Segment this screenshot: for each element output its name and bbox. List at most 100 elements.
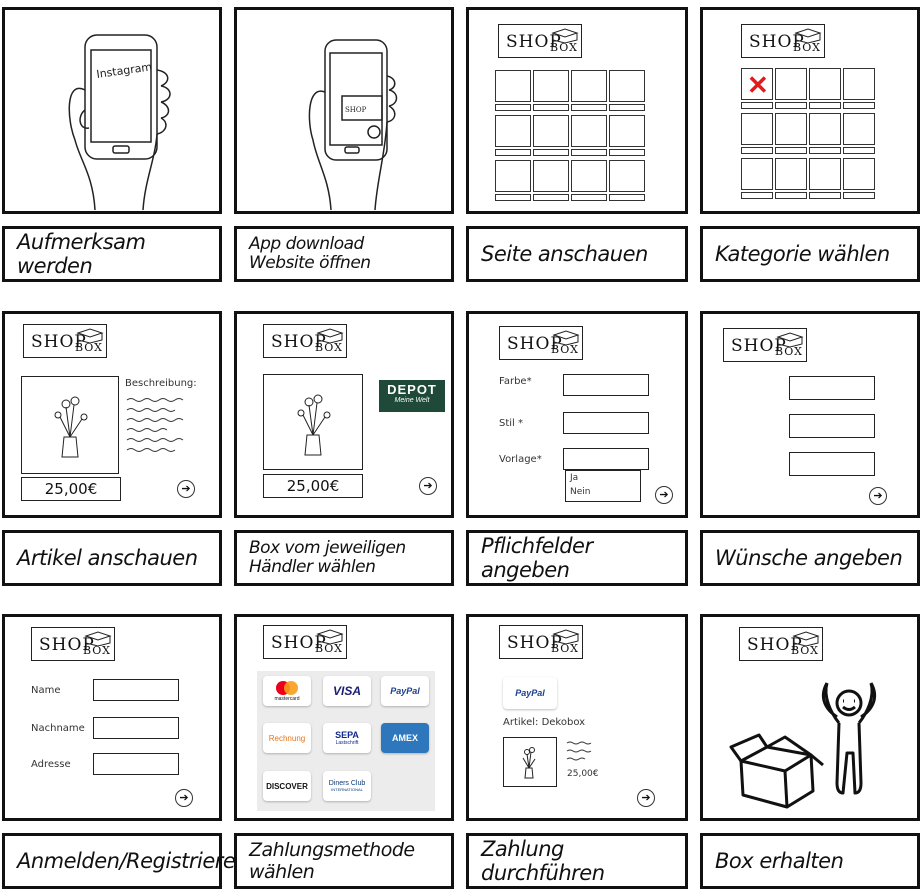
panel-merchant-box: SHOP BOX DEPOT Meine Welt 25,00€ ➔: [234, 311, 454, 518]
product-grid: [495, 70, 649, 206]
flower-vase-icon: [22, 377, 118, 473]
shopbox-logo: SHOP BOX: [741, 24, 825, 58]
grid-tile[interactable]: [571, 70, 607, 102]
grid-tile-caption-bar: [843, 102, 875, 109]
shopbox-logo: SHOP BOX: [263, 324, 347, 358]
wish-field-3[interactable]: [789, 452, 875, 476]
grid-tile-caption-bar: [741, 147, 773, 154]
template-dropdown[interactable]: Ja Nein: [565, 470, 641, 502]
next-arrow-icon[interactable]: ➔: [869, 487, 887, 505]
panel-article: SHOP BOX Beschreibung: 25,00€ ➔: [2, 311, 222, 518]
option-no[interactable]: Nein: [570, 487, 590, 497]
grid-tile[interactable]: [495, 160, 531, 192]
field-label-template: Vorlage*: [499, 454, 542, 465]
name-field[interactable]: [93, 679, 179, 701]
hand-phone-illustration: Instagram: [5, 10, 219, 211]
grid-tile-caption-bar: [609, 104, 645, 111]
wish-field-2[interactable]: [789, 414, 875, 438]
grid-tile[interactable]: [741, 158, 773, 190]
panel-checkout: SHOP BOX PayPal Artikel: Dekobox 25,00€ …: [466, 614, 688, 821]
grid-tile-caption-bar: [533, 194, 569, 201]
grid-tile-caption-bar: [495, 104, 531, 111]
label-lastname: Nachname: [31, 723, 85, 734]
invoice-option[interactable]: Rechnung: [263, 723, 311, 753]
grid-tile-caption-bar: [495, 149, 531, 156]
caption-6: Box vom jeweiligenHändler wählen: [234, 530, 454, 586]
address-field[interactable]: [93, 753, 179, 775]
grid-tile[interactable]: [609, 70, 645, 102]
field-label-style: Stil *: [499, 418, 523, 429]
lastname-field[interactable]: [93, 717, 179, 739]
price-box: 25,00€: [21, 477, 121, 501]
grid-tile[interactable]: [571, 160, 607, 192]
product-image: [21, 376, 119, 474]
checkout-price: 25,00€: [567, 769, 599, 779]
color-field[interactable]: [563, 374, 649, 396]
paypal-selected[interactable]: PayPal: [503, 677, 557, 709]
wish-field-1[interactable]: [789, 376, 875, 400]
label-name: Name: [31, 685, 61, 696]
flower-vase-icon: [504, 738, 556, 786]
amex-option[interactable]: AMEX: [381, 723, 429, 753]
grid-tile-caption-bar: [533, 149, 569, 156]
style-field[interactable]: [563, 412, 649, 434]
grid-tile-caption-bar: [495, 194, 531, 201]
next-arrow-icon[interactable]: ➔: [175, 789, 193, 807]
instagram-text: Instagram: [96, 60, 153, 81]
grid-tile[interactable]: [809, 68, 841, 100]
mastercard-option[interactable]: mastercard: [263, 676, 311, 706]
grid-tile[interactable]: [843, 158, 875, 190]
paypal-option[interactable]: PayPal: [381, 676, 429, 706]
caption-9: Anmelden/Registrieren: [2, 833, 222, 889]
depot-logo[interactable]: DEPOT Meine Welt: [379, 380, 445, 412]
next-arrow-icon[interactable]: ➔: [655, 486, 673, 504]
grid-tile[interactable]: [843, 113, 875, 145]
visa-option[interactable]: VISA: [323, 676, 371, 706]
grid-tile-caption-bar: [809, 147, 841, 154]
grid-tile[interactable]: [775, 158, 807, 190]
grid-tile[interactable]: [741, 113, 773, 145]
template-field[interactable]: [563, 448, 649, 470]
label-address: Adresse: [31, 759, 71, 770]
grid-tile[interactable]: [533, 160, 569, 192]
grid-tile[interactable]: [571, 115, 607, 147]
grid-tile[interactable]: [775, 113, 807, 145]
next-arrow-icon[interactable]: ➔: [419, 477, 437, 495]
next-arrow-icon[interactable]: ➔: [637, 789, 655, 807]
grid-tile-caption-bar: [609, 194, 645, 201]
caption-7: Pflichfelder angeben: [466, 530, 688, 586]
grid-tile[interactable]: [809, 113, 841, 145]
caption-10: Zahlungsmethode wählen: [234, 833, 454, 889]
panel-payment-method: SHOP BOX mastercard VISA PayPal Rechnung…: [234, 614, 454, 821]
shopbox-logo: SHOP BOX: [723, 328, 807, 362]
panel-wishes: SHOP BOX ➔: [700, 311, 920, 518]
grid-tile-caption-bar: [843, 147, 875, 154]
grid-tile[interactable]: [609, 160, 645, 192]
grid-tile[interactable]: [809, 158, 841, 190]
grid-tile[interactable]: [533, 115, 569, 147]
grid-tile[interactable]: [775, 68, 807, 100]
grid-tile[interactable]: [843, 68, 875, 100]
grid-tile[interactable]: [495, 115, 531, 147]
grid-tile-caption-bar: [571, 194, 607, 201]
grid-tile[interactable]: [495, 70, 531, 102]
discover-option[interactable]: DISCOVER: [263, 771, 311, 801]
article-label: Artikel: Dekobox: [503, 717, 585, 728]
selected-category-mark: ✕: [747, 70, 769, 101]
shopbox-logo: SHOP BOX: [498, 24, 582, 58]
payment-panel: mastercard VISA PayPal Rechnung SEPA Las…: [257, 671, 435, 811]
panel-attention: Instagram: [2, 7, 222, 214]
option-yes[interactable]: Ja: [570, 473, 578, 483]
logo-box-text: BOX: [793, 41, 821, 54]
caption-11: Zahlung durchführen: [466, 833, 688, 889]
shopbox-logo: SHOP BOX: [31, 627, 115, 661]
diners-option[interactable]: Diners Club INTERNATIONAL: [323, 771, 371, 801]
caption-5: Artikel anschauen: [2, 530, 222, 586]
sepa-option[interactable]: SEPA Lastschrift: [323, 723, 371, 753]
next-arrow-icon[interactable]: ➔: [177, 480, 195, 498]
checkout-description-scribble: [565, 739, 595, 765]
grid-tile[interactable]: [533, 70, 569, 102]
grid-tile[interactable]: [609, 115, 645, 147]
grid-tile-caption-bar: [775, 147, 807, 154]
grid-tile-caption-bar: [741, 102, 773, 109]
